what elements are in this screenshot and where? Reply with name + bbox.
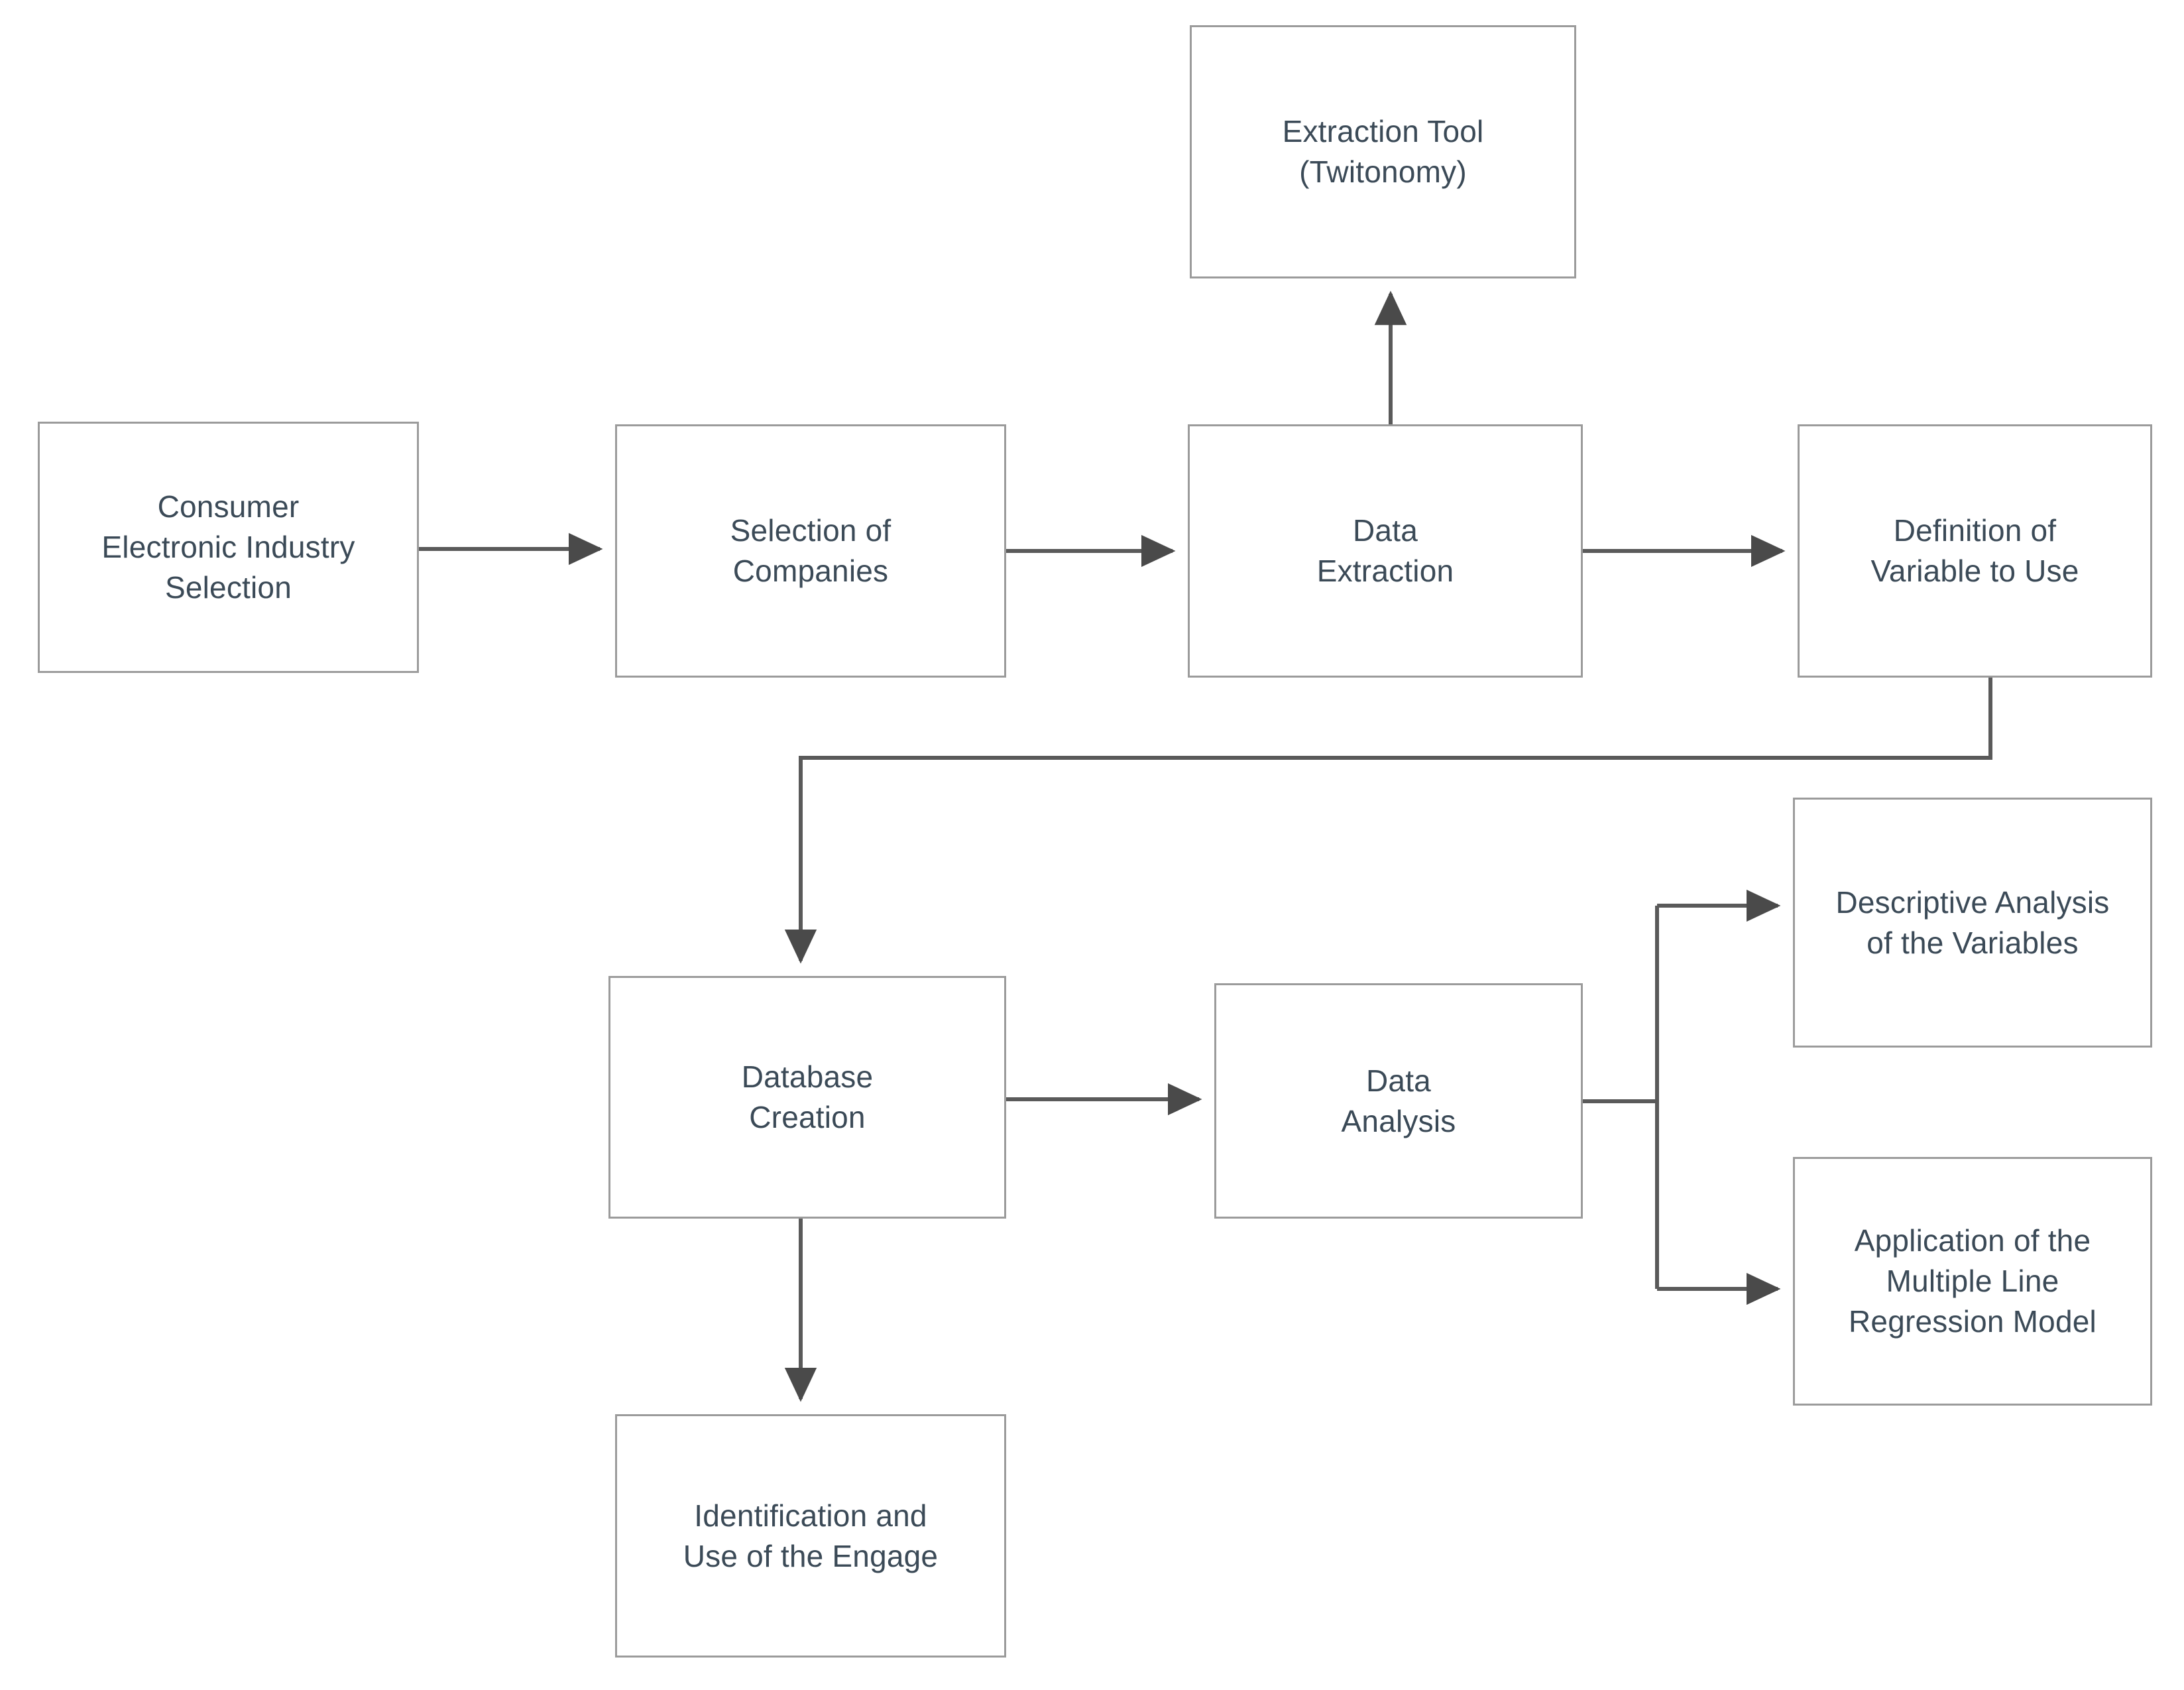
node-label: Database Creation [741, 1059, 874, 1134]
node-identification-and-use-of-the-engage[interactable]: Identification and Use of the Engage [615, 1414, 1006, 1658]
node-label: Extraction Tool (Twitonomy) [1282, 114, 1484, 189]
node-data-extraction[interactable]: Data Extraction [1188, 424, 1583, 678]
node-database-creation[interactable]: Database Creation [608, 976, 1006, 1219]
node-consumer-electronic-industry-selection[interactable]: Consumer Electronic Industry Selection [38, 422, 419, 673]
node-label: Descriptive Analysis of the Variables [1835, 884, 2110, 960]
node-label: Data Analysis [1341, 1063, 1456, 1138]
node-descriptive-analysis-of-the-variables[interactable]: Descriptive Analysis of the Variables [1793, 798, 2152, 1048]
node-label: Consumer Electronic Industry Selection [101, 489, 355, 605]
node-label: Definition of Variable to Use [1870, 513, 2079, 588]
node-data-analysis[interactable]: Data Analysis [1214, 983, 1583, 1219]
node-application-of-the-multiple-line-regression-model[interactable]: Application of the Multiple Line Regress… [1793, 1157, 2152, 1406]
node-extraction-tool-twitonomy[interactable]: Extraction Tool (Twitonomy) [1190, 25, 1576, 278]
node-selection-of-companies[interactable]: Selection of Companies [615, 424, 1006, 678]
node-definition-of-variable-to-use[interactable]: Definition of Variable to Use [1798, 424, 2152, 678]
node-label: Selection of Companies [730, 513, 891, 588]
node-label: Identification and Use of the Engage [683, 1498, 939, 1573]
node-label: Data Extraction [1316, 513, 1454, 588]
node-label: Application of the Multiple Line Regress… [1849, 1223, 2097, 1339]
connector-analysis-split-trunk [1583, 906, 1659, 1289]
